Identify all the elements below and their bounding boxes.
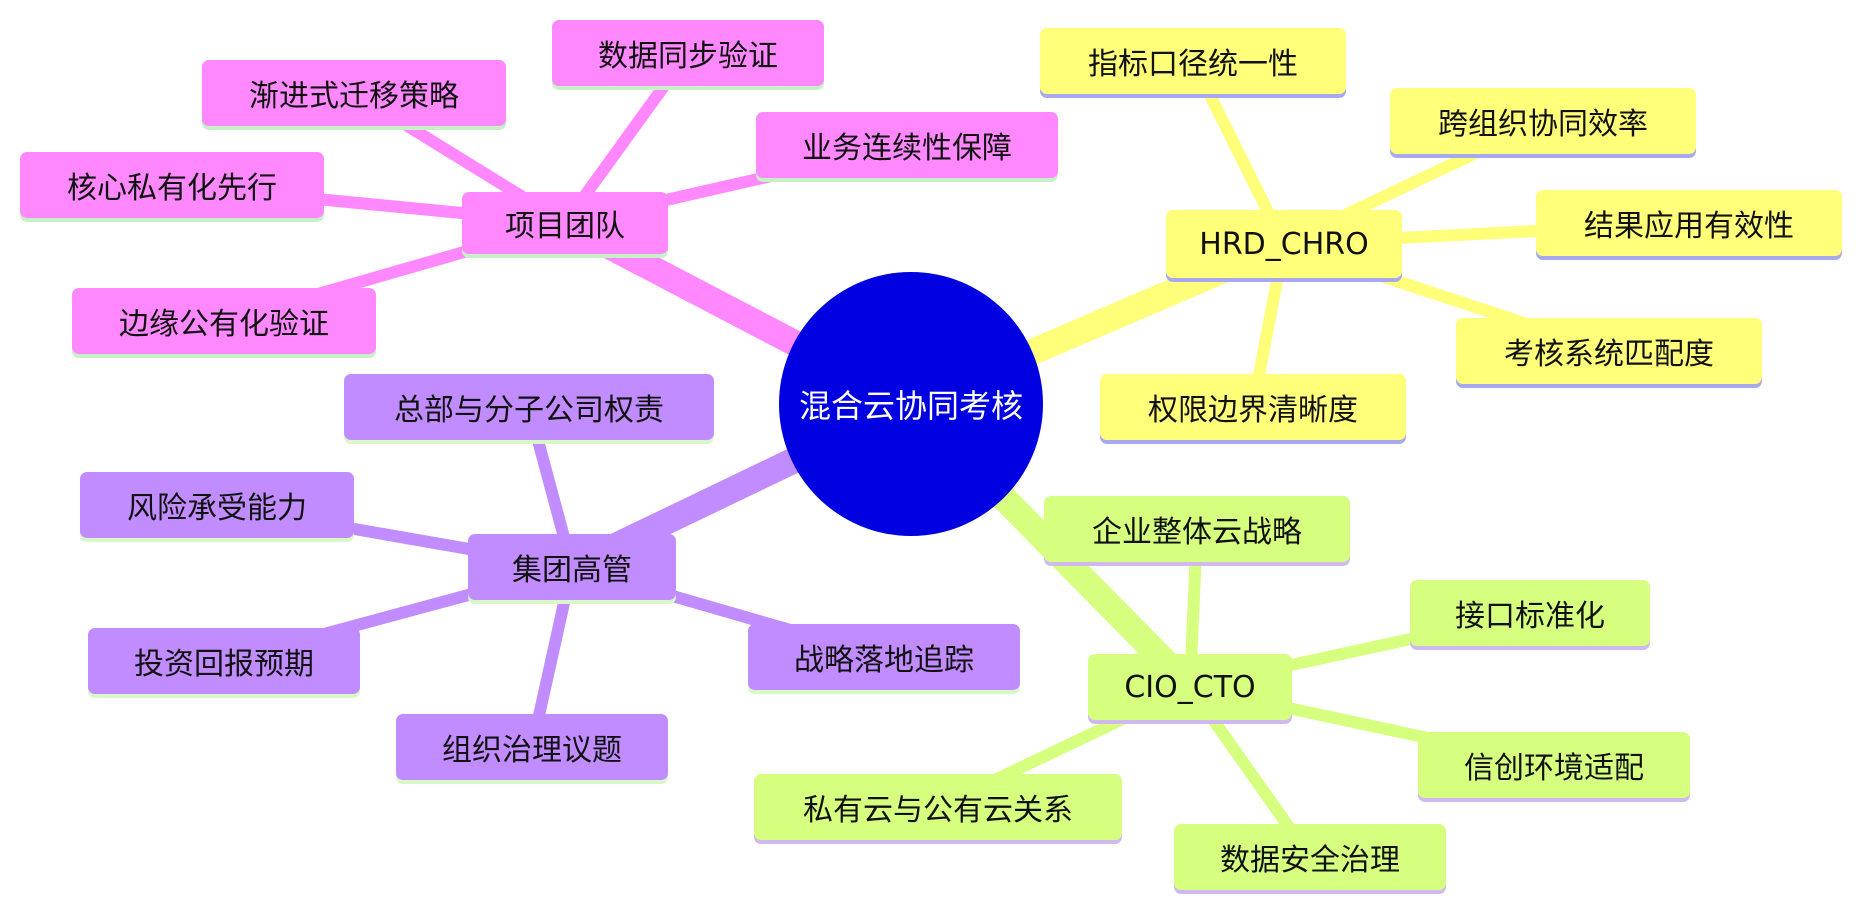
- leaf-label: 跨组织协同效率: [1438, 107, 1648, 142]
- leaf-label: 组织治理议题: [442, 733, 622, 768]
- branch-label: HRD_CHRO: [1199, 226, 1369, 262]
- leaf-node-system-match[interactable]: 考核系统匹配度: [1456, 318, 1762, 384]
- leaf-node-xinchuang-adaptation[interactable]: 信创环境适配: [1418, 732, 1690, 798]
- leaf-label: 接口标准化: [1455, 599, 1605, 634]
- leaf-node-edge-public-validation[interactable]: 边缘公有化验证: [72, 288, 376, 354]
- leaf-node-roi-expectation[interactable]: 投资回报预期: [88, 628, 360, 694]
- leaf-label: 数据安全治理: [1220, 843, 1400, 878]
- leaf-label: 信创环境适配: [1464, 751, 1644, 786]
- leaf-label: 企业整体云战略: [1092, 515, 1302, 550]
- leaf-label: 风险承受能力: [127, 491, 307, 526]
- branch-node-group-executives[interactable]: 集团高管: [468, 534, 676, 600]
- leaf-node-org-governance[interactable]: 组织治理议题: [396, 714, 668, 780]
- leaf-node-strategy-tracking[interactable]: 战略落地追踪: [748, 624, 1020, 690]
- leaf-label: 渐进式迁移策略: [249, 79, 459, 114]
- leaf-label: 权限边界清晰度: [1148, 393, 1358, 428]
- leaf-label: 结果应用有效性: [1584, 209, 1794, 244]
- leaf-node-private-public-relation[interactable]: 私有云与公有云关系: [754, 774, 1122, 840]
- leaf-node-interface-standardization[interactable]: 接口标准化: [1410, 580, 1650, 646]
- leaf-label: 数据同步验证: [598, 39, 778, 74]
- leaf-label: 业务连续性保障: [802, 131, 1012, 166]
- leaf-label: 私有云与公有云关系: [803, 793, 1073, 828]
- leaf-label: 指标口径统一性: [1088, 47, 1298, 82]
- leaf-label: 考核系统匹配度: [1504, 337, 1714, 372]
- leaf-node-enterprise-cloud-strategy[interactable]: 企业整体云战略: [1044, 496, 1350, 562]
- leaf-label: 边缘公有化验证: [119, 307, 329, 342]
- root-label: 混合云协同考核: [798, 387, 1023, 425]
- leaf-node-metric-consistency[interactable]: 指标口径统一性: [1040, 28, 1346, 94]
- leaf-node-hq-subsidiary-rights[interactable]: 总部与分子公司权责: [344, 374, 714, 440]
- branch-node-hrd-chro[interactable]: HRD_CHRO: [1166, 210, 1402, 278]
- branch-label: 项目团队: [505, 209, 625, 244]
- branch-label: 集团高管: [512, 553, 632, 588]
- branch-node-project-team[interactable]: 项目团队: [462, 192, 668, 254]
- leaf-node-cross-org-efficiency[interactable]: 跨组织协同效率: [1390, 88, 1696, 154]
- branch-label: CIO_CTO: [1124, 669, 1256, 705]
- leaf-node-business-continuity[interactable]: 业务连续性保障: [756, 112, 1058, 178]
- leaf-node-result-application[interactable]: 结果应用有效性: [1536, 190, 1842, 256]
- leaf-label: 投资回报预期: [134, 647, 314, 682]
- leaf-node-data-sync[interactable]: 数据同步验证: [552, 20, 824, 86]
- leaf-node-risk-tolerance[interactable]: 风险承受能力: [80, 472, 354, 538]
- leaf-label: 总部与分子公司权责: [394, 393, 664, 428]
- root-node[interactable]: 混合云协同考核: [779, 272, 1043, 536]
- leaf-node-permission-clarity[interactable]: 权限边界清晰度: [1100, 374, 1406, 440]
- leaf-label: 核心私有化先行: [67, 171, 277, 206]
- leaf-node-core-private-first[interactable]: 核心私有化先行: [20, 152, 324, 218]
- leaf-node-gradual-migration[interactable]: 渐进式迁移策略: [202, 60, 506, 126]
- branch-node-cio-cto[interactable]: CIO_CTO: [1088, 654, 1292, 720]
- leaf-node-data-security-governance[interactable]: 数据安全治理: [1174, 824, 1446, 890]
- leaf-label: 战略落地追踪: [794, 643, 974, 678]
